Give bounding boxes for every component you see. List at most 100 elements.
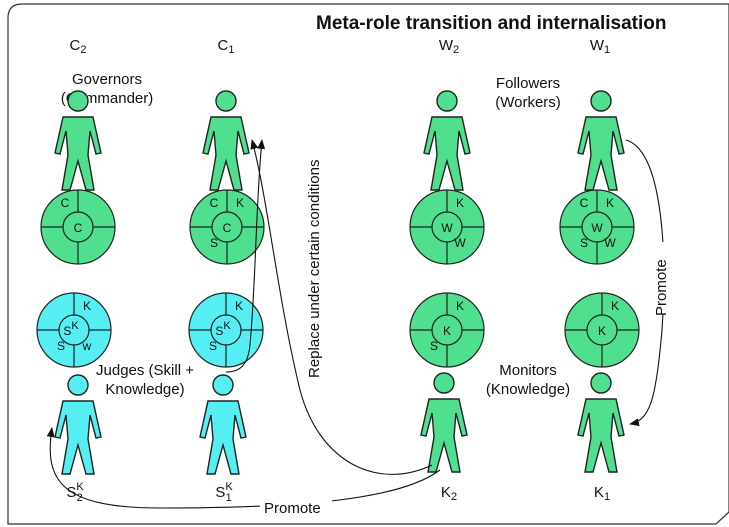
circle-center-label: SK <box>63 320 79 338</box>
circle-center-label: SK <box>215 320 231 338</box>
person-head <box>212 374 234 396</box>
figure-base: S <box>215 484 225 501</box>
person-icon-commander-1 <box>202 90 250 191</box>
circle-quadrant-top-right: K <box>236 196 244 210</box>
role-circle-worker-2: WKW <box>409 189 485 265</box>
figure-label-c1: C1 <box>218 37 235 56</box>
arrow-label-replace: Replace under certain conditions <box>306 160 323 378</box>
inner-ring <box>62 211 94 243</box>
circle-quadrant-top-right: K <box>611 299 619 313</box>
figure-sub: 1 <box>604 491 610 503</box>
person-body <box>202 116 250 191</box>
person-head <box>590 90 612 112</box>
circle-quadrant-top-right: K <box>235 299 243 313</box>
circle-quadrant-bottom-right: W <box>604 236 616 250</box>
promote-label-bg-bottom <box>260 497 332 517</box>
figure-label-c2: C2 <box>70 37 87 56</box>
circle-quadrant-bottom-left: S <box>430 339 438 353</box>
figure-base: C <box>70 37 81 54</box>
person-head <box>67 374 89 396</box>
person-icon-commander-2 <box>54 90 102 191</box>
figure-sub: 2 <box>453 44 459 56</box>
person-icon-worker-1 <box>577 90 625 191</box>
circle-center-sup: K <box>71 320 79 332</box>
role-circle-monitor-1: KK <box>564 292 640 368</box>
figure-sub: 2 <box>451 491 457 503</box>
person-body <box>577 398 625 473</box>
circle-quadrant-bottom-right: w <box>82 339 92 353</box>
figure-base: S <box>66 484 76 501</box>
person-head <box>215 90 237 112</box>
circle-quadrant-top-left: C <box>210 196 219 210</box>
person-icon-monitor-2 <box>420 372 468 473</box>
figure-base: W <box>439 37 454 54</box>
figure-base: W <box>590 37 605 54</box>
figure-base: C <box>218 37 229 54</box>
label-judges: Judges (Skill +Knowledge) <box>96 362 194 398</box>
person-body <box>423 116 471 191</box>
figure-sub: 2 <box>77 492 83 504</box>
figure-base: K <box>441 484 451 501</box>
figure-sup: K <box>76 481 84 493</box>
arrow-label-promote-right: Promote <box>653 259 670 316</box>
inner-ring <box>581 211 613 243</box>
person-head <box>67 90 89 112</box>
person-body <box>54 116 102 191</box>
person-icon-monitor-1 <box>577 372 625 473</box>
figure-label-w2: W2 <box>439 37 459 56</box>
figure-sup: K <box>225 481 233 493</box>
figure-base: K <box>594 484 604 501</box>
circle-quadrant-top-left: C <box>580 196 589 210</box>
person-head <box>436 90 458 112</box>
person-icon-worker-2 <box>423 90 471 191</box>
person-body <box>54 400 102 475</box>
figure-sub: 1 <box>228 44 234 56</box>
figure-label-w1: W1 <box>590 37 610 56</box>
arrow-label-promote-bottom: Promote <box>264 500 321 517</box>
inner-ring <box>431 314 463 346</box>
figure-sub: 2 <box>80 44 86 56</box>
circle-quadrant-top-left: C <box>61 196 70 210</box>
promote-label-bg-right <box>652 242 670 314</box>
circle-center-sup: K <box>223 320 231 332</box>
circle-center-label: C <box>74 221 83 235</box>
circle-quadrant-top-right: K <box>606 196 614 210</box>
person-icon-judge-2 <box>54 374 102 475</box>
inner-ring <box>58 314 90 346</box>
inner-ring <box>211 211 243 243</box>
circle-quadrant-bottom-right: W <box>454 236 466 250</box>
circle-quadrant-top-right: K <box>456 196 464 210</box>
figure-label-k2: K2 <box>441 484 457 503</box>
circle-center-label: C <box>223 221 232 235</box>
figure-sub: 1 <box>604 44 610 56</box>
inner-ring <box>210 314 242 346</box>
role-circle-monitor-2: KKS <box>409 292 485 368</box>
inner-ring <box>586 314 618 346</box>
person-body <box>577 116 625 191</box>
label-followers: Followers(Workers) <box>495 75 561 111</box>
arrow-judge-to-commander <box>225 139 266 373</box>
circle-center-label: K <box>443 324 451 338</box>
person-body <box>199 400 247 475</box>
circle-center-label: W <box>441 221 453 235</box>
figure-sub: 1 <box>226 492 232 504</box>
arrow-promote-bottom <box>46 427 441 509</box>
person-icon-judge-1 <box>199 374 247 475</box>
circle-quadrant-top-right: K <box>456 299 464 313</box>
diagram-frame <box>7 3 729 525</box>
circle-center-label: K <box>598 324 606 338</box>
person-head <box>590 372 612 394</box>
circle-quadrant-bottom-left: S <box>210 236 218 250</box>
circle-quadrant-bottom-left: S <box>580 236 588 250</box>
person-head <box>433 372 455 394</box>
label-monitors: Monitors(Knowledge) <box>486 362 570 398</box>
arrow-replace <box>250 139 433 475</box>
person-body <box>420 398 468 473</box>
